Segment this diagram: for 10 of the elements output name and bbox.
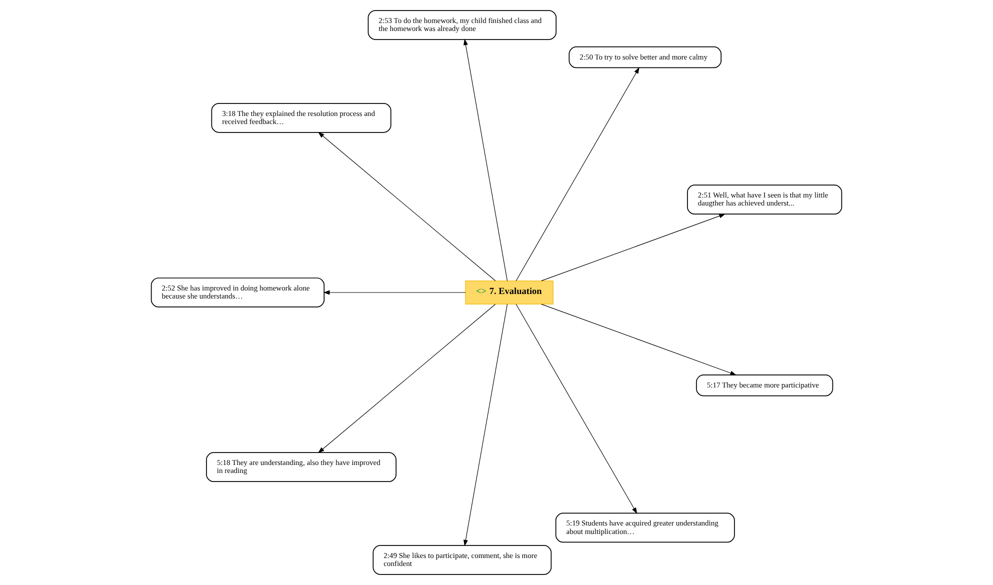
arrow [463, 38, 508, 282]
arrow [323, 290, 466, 295]
arrow [541, 304, 737, 376]
arrow [516, 67, 640, 282]
arrow [463, 304, 508, 546]
arrow [318, 304, 496, 454]
arrow [541, 214, 726, 282]
arrow [516, 304, 638, 514]
node-box: <> 7. Evaluation [465, 280, 554, 305]
arrow [318, 132, 496, 282]
